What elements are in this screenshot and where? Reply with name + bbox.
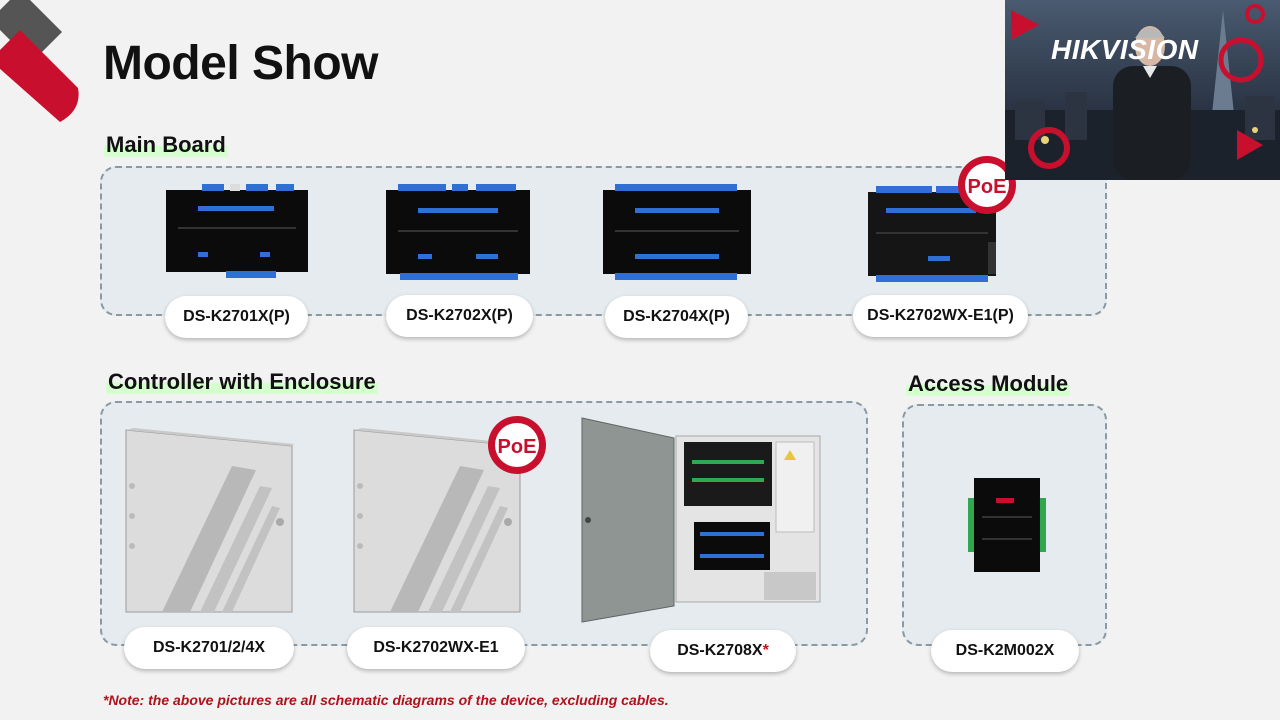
corner-decoration xyxy=(0,0,79,122)
model-label-k2701x-p: DS-K2701X(P) xyxy=(165,296,308,338)
webcam-background xyxy=(1005,0,1280,180)
poe-badge-text: PoE xyxy=(498,436,537,458)
slide-title: Model Show xyxy=(103,37,378,90)
poe-badge-main-board: PoE xyxy=(958,156,1016,214)
footnote: *Note: the above pictures are all schema… xyxy=(103,692,669,708)
module-image-k2m002x xyxy=(968,478,1046,572)
enclosure-image-k2708x-open xyxy=(581,417,821,623)
board-image-k2701x xyxy=(166,184,308,278)
section-title-controller-enclosure: Controller with Enclosure xyxy=(106,369,378,394)
model-label-k2702x-p: DS-K2702X(P) xyxy=(386,295,533,337)
enclosure-image-k2701-2-4x xyxy=(125,428,294,613)
model-label-k2704x-p: DS-K2704X(P) xyxy=(605,296,748,338)
model-label-k2701-2-4x: DS-K2701/2/4X xyxy=(124,627,294,669)
webcam-logo: HIKVISION xyxy=(1051,34,1199,65)
enclosure-image-k2702wx-e1 xyxy=(353,428,522,613)
model-label-k2702wx-e1: DS-K2702WX-E1 xyxy=(347,627,525,669)
section-title-main-board: Main Board xyxy=(104,132,228,157)
board-image-k2702x xyxy=(386,184,530,280)
board-image-k2704x xyxy=(603,184,751,280)
poe-badge-text: PoE xyxy=(968,176,1007,198)
presenter-webcam: HIKVISION xyxy=(1005,0,1280,180)
model-label-k2708x: DS-K2708X* xyxy=(650,630,796,672)
section-title-access-module: Access Module xyxy=(906,371,1071,396)
model-label-k2m002x: DS-K2M002X xyxy=(931,630,1079,672)
model-label-k2702wx-e1-p: DS-K2702WX-E1(P) xyxy=(853,295,1028,337)
poe-badge-enclosure: PoE xyxy=(488,416,546,474)
